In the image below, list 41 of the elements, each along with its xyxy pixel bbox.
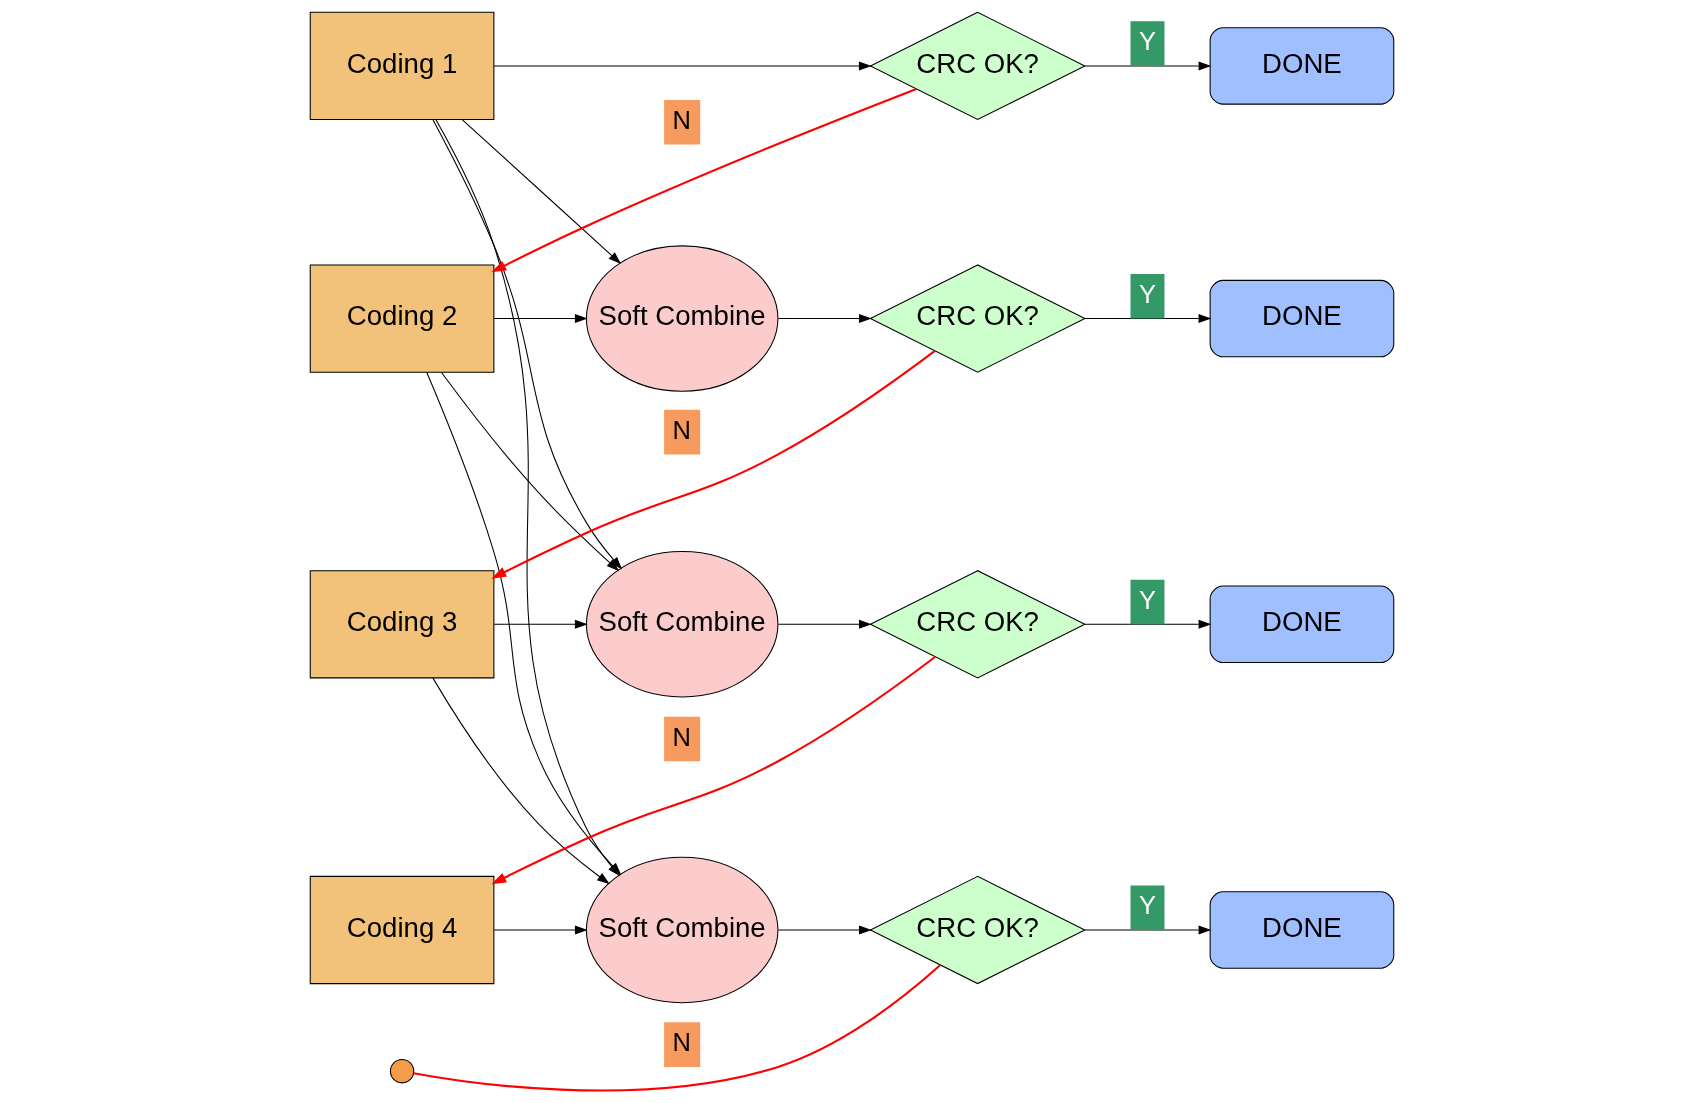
edge-label: N	[672, 105, 691, 134]
arrow	[777, 314, 872, 324]
node-diamond: CRC OK?	[868, 11, 1086, 121]
arrow	[1084, 925, 1211, 935]
node-box: Coding 1	[309, 11, 494, 121]
node-diamond: CRC OK?	[868, 875, 1086, 985]
node-box: DONE	[1209, 279, 1394, 358]
node-ellipse: Soft Combine	[585, 245, 778, 392]
arrow	[777, 619, 872, 629]
connector	[412, 964, 941, 1092]
node-box: DONE	[1209, 27, 1394, 105]
arrow	[1084, 61, 1211, 71]
edge-label: Y	[1138, 279, 1156, 308]
node-box: DONE	[1209, 891, 1394, 969]
node-diamond: CRC OK?	[868, 264, 1086, 373]
edge-label: Y	[1138, 891, 1156, 920]
arrow	[777, 925, 872, 935]
arrow	[492, 61, 872, 71]
edge-label: Y	[1138, 27, 1156, 56]
arrow	[493, 619, 588, 629]
node-diamond: CRC OK?	[868, 570, 1086, 679]
node-circle	[389, 1058, 414, 1084]
edge-label: N	[672, 722, 691, 751]
edge-label: N	[672, 1028, 691, 1057]
node-box: Coding 3	[309, 570, 494, 679]
node-ellipse: Soft Combine	[585, 856, 778, 1004]
arrow	[431, 677, 610, 885]
edge-label: Y	[1138, 585, 1156, 614]
arrow	[490, 655, 936, 885]
arrow	[440, 372, 619, 572]
arrow	[490, 350, 935, 579]
node-box: Coding 2	[309, 264, 494, 373]
edge-label: N	[672, 415, 691, 444]
node-ellipse: Soft Combine	[585, 551, 778, 698]
arrow	[1084, 619, 1211, 629]
arrow	[493, 925, 588, 935]
arrow	[493, 314, 588, 324]
node-box: Coding 4	[309, 875, 494, 985]
node-box: DONE	[1209, 585, 1394, 663]
arrow	[461, 119, 621, 265]
arrow	[490, 87, 917, 273]
